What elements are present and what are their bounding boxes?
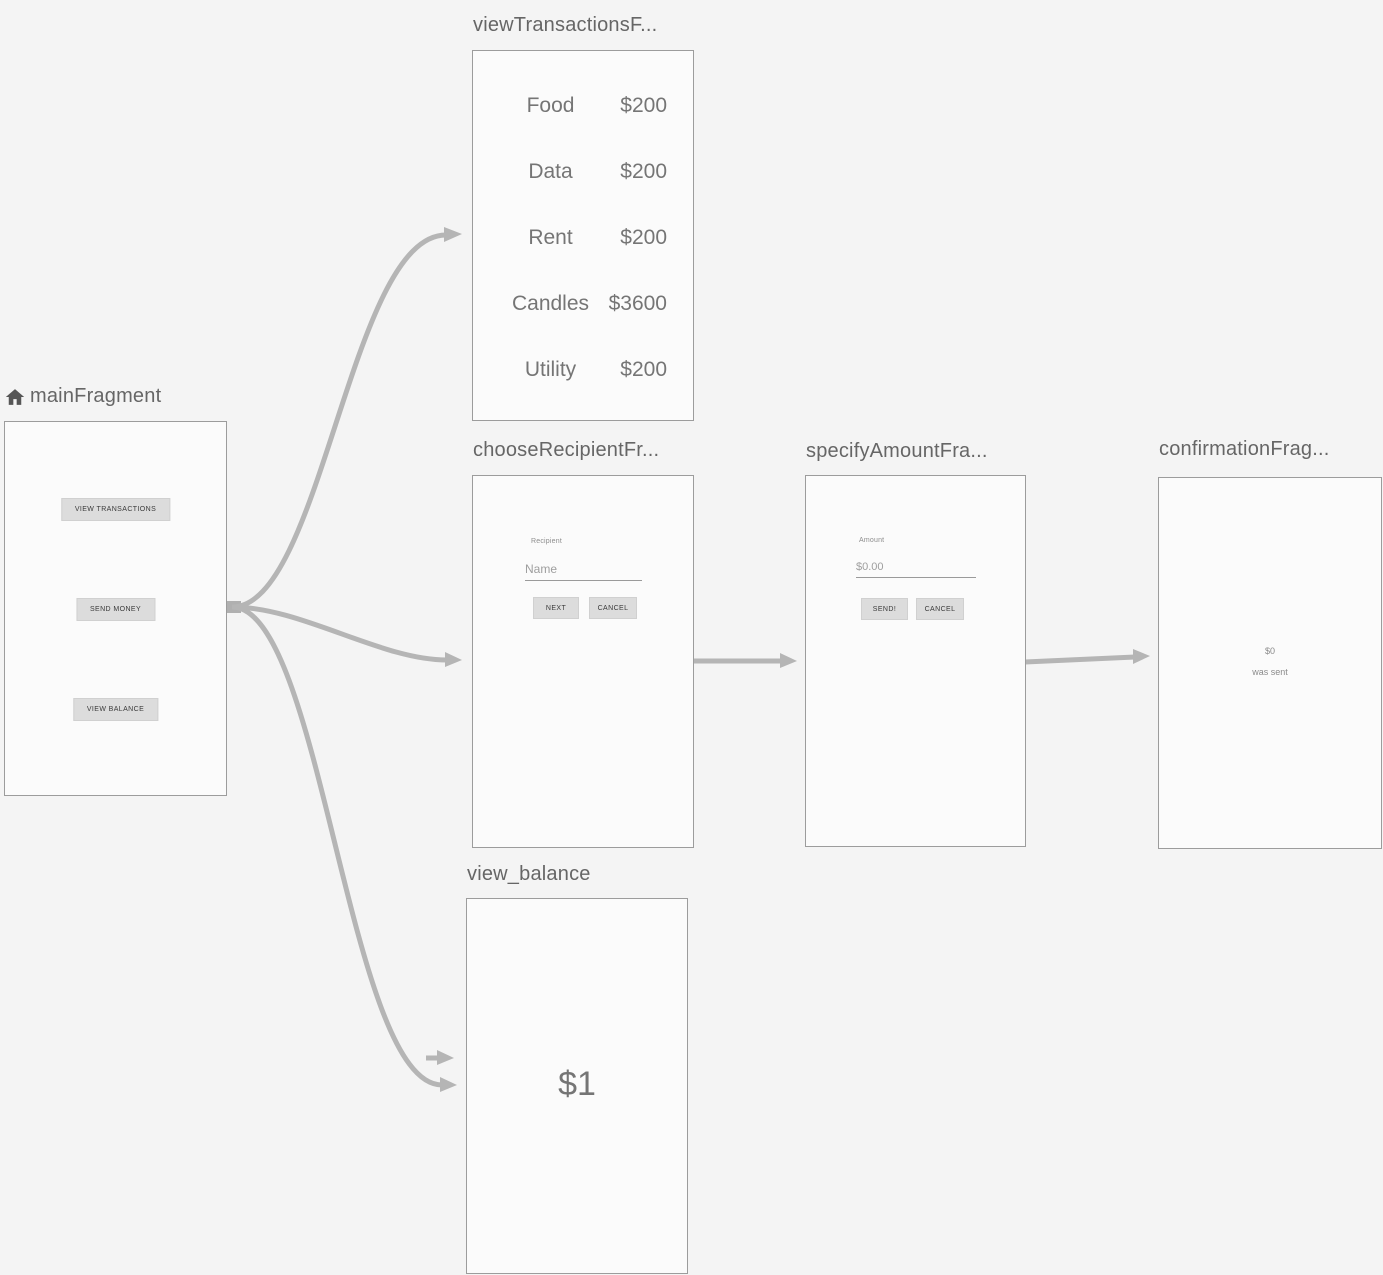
transaction-amount: $3600 — [608, 292, 667, 315]
preview-cancel-button: CANCEL — [589, 597, 637, 619]
preview-send-button: SEND! — [861, 598, 908, 620]
preview-send-money-button: SEND MONEY — [75, 598, 156, 621]
amount-input-underline — [856, 577, 976, 578]
action-specify-amount-to-confirmation-arrowhead[interactable] — [1133, 649, 1150, 664]
balance-amount-text: $1 — [558, 1065, 596, 1103]
action-specify-amount-to-confirmation-arrow[interactable] — [1024, 654, 1136, 665]
confirmation-title-label: confirmationFrag... — [1159, 438, 1330, 460]
transaction-row: Utility $200 — [473, 358, 693, 382]
specify-amount-fragment-title[interactable]: specifyAmountFra... — [806, 440, 988, 463]
amount-field-label: Amount — [859, 537, 885, 544]
recipient-field-label: Recipient — [531, 538, 562, 545]
transaction-label: Rent — [528, 226, 573, 249]
recipient-input-underline — [525, 580, 642, 581]
transaction-label: Data — [528, 160, 573, 183]
action-main-to-view-transactions-arrowhead[interactable] — [444, 227, 462, 242]
transaction-row: Food $200 — [473, 94, 693, 118]
view-transactions-fragment-panel[interactable]: Food $200 Data $200 Rent $200 Candles $3… — [472, 50, 694, 421]
specify-amount-title-label: specifyAmountFra... — [806, 440, 988, 462]
transaction-amount: $200 — [620, 358, 667, 381]
action-main-to-view-balance-arrowhead[interactable] — [440, 1077, 457, 1092]
home-icon — [5, 388, 25, 405]
transaction-label: Food — [526, 94, 575, 117]
choose-recipient-fragment-title[interactable]: chooseRecipientFr... — [473, 439, 659, 462]
transaction-amount: $200 — [620, 226, 667, 249]
confirmation-amount-text: $0 — [1264, 646, 1275, 656]
preview-next-button: NEXT — [533, 597, 579, 619]
amount-input: $0.00 — [856, 561, 884, 573]
action-main-to-choose-recipient-arrowhead[interactable] — [445, 652, 462, 667]
preview-cancel-button: CANCEL — [916, 598, 964, 620]
confirmation-fragment-panel[interactable]: $0 was sent — [1158, 477, 1382, 849]
transaction-label: Utility — [524, 358, 577, 381]
view-balance-fragment-title[interactable]: view_balance — [467, 863, 591, 886]
transaction-row: Rent $200 — [473, 226, 693, 250]
action-main-to-view-balance-arrow[interactable] — [231, 604, 443, 1088]
main-fragment-panel[interactable]: VIEW TRANSACTIONS SEND MONEY VIEW BALANC… — [4, 421, 227, 796]
choose-recipient-fragment-panel[interactable]: Recipient Name NEXT CANCEL — [472, 475, 694, 848]
view-transactions-title-label: viewTransactionsF... — [473, 14, 658, 36]
action-choose-recipient-to-specify-amount-arrowhead[interactable] — [780, 653, 797, 668]
transaction-label: Candles — [511, 292, 590, 315]
confirmation-message-text: was sent — [1252, 667, 1288, 677]
preview-view-transactions-button: VIEW TRANSACTIONS — [60, 498, 171, 521]
view-balance-fragment-panel[interactable]: $1 — [466, 898, 688, 1274]
transaction-amount: $200 — [620, 160, 667, 183]
view-balance-title-label: view_balance — [467, 863, 591, 885]
transaction-amount: $200 — [620, 94, 667, 117]
recipient-name-input: Name — [525, 562, 558, 576]
transaction-row: Data $200 — [473, 160, 693, 184]
main-fragment-title-label: mainFragment — [30, 385, 162, 407]
main-fragment-title[interactable]: mainFragment — [5, 385, 161, 408]
specify-amount-fragment-panel[interactable]: Amount $0.00 SEND! CANCEL — [805, 475, 1026, 847]
choose-recipient-title-label: chooseRecipientFr... — [473, 439, 660, 461]
action-main-to-choose-recipient-arrow[interactable] — [231, 604, 448, 663]
view-transactions-fragment-title[interactable]: viewTransactionsF... — [473, 14, 657, 37]
preview-view-balance-button: VIEW BALANCE — [72, 698, 159, 721]
global-action-view-balance-arrowhead[interactable] — [437, 1050, 454, 1065]
transaction-row: Candles $3600 — [473, 292, 693, 316]
action-main-to-view-transactions-arrow[interactable] — [231, 232, 447, 610]
confirmation-fragment-title[interactable]: confirmationFrag... — [1159, 438, 1330, 461]
